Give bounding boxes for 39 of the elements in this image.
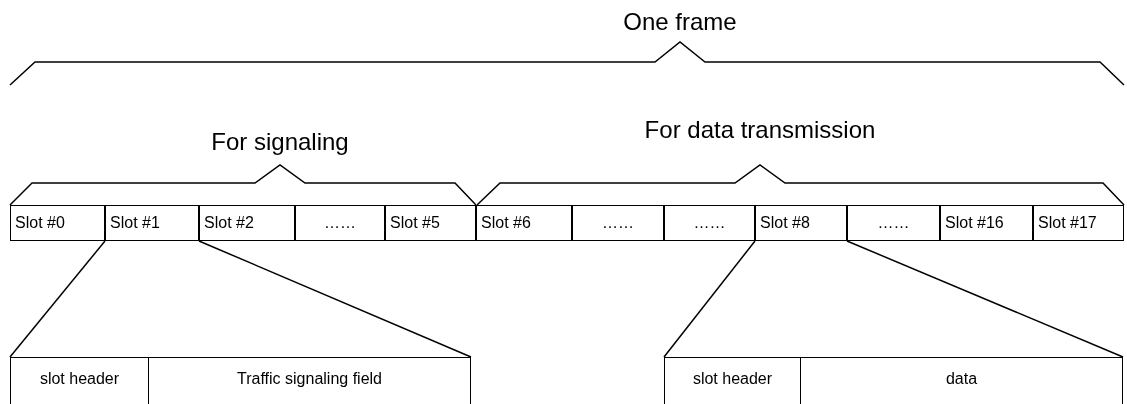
field-cell xyxy=(800,357,1123,404)
slot-cell xyxy=(295,205,385,241)
field-cell xyxy=(664,357,801,404)
cell-text: slot header xyxy=(38,370,121,388)
slot-cell xyxy=(664,205,755,241)
slot-cell xyxy=(385,205,476,241)
cell-text: data xyxy=(944,370,979,388)
bracket-label: For data transmission xyxy=(644,116,876,144)
cell-text: slot header xyxy=(691,370,774,388)
expansion-line xyxy=(846,240,1124,358)
slot-cell xyxy=(1033,205,1124,241)
bracket-label: For signaling xyxy=(211,128,349,156)
slot-cell xyxy=(755,205,847,241)
cell-text: Slot #16 xyxy=(944,214,1005,232)
cell-text: Slot #0 xyxy=(14,214,66,232)
cell-text: …… xyxy=(692,214,727,232)
cell-text: Slot #5 xyxy=(389,214,441,232)
cell-text: …… xyxy=(876,214,911,232)
slot-cell xyxy=(847,205,940,241)
cell-text: Slot #6 xyxy=(480,214,532,232)
cell-text: Slot #1 xyxy=(109,214,161,232)
slot-cell xyxy=(572,205,664,241)
slot-cell xyxy=(199,205,295,241)
expansion-line xyxy=(198,240,472,358)
expansion-line xyxy=(663,240,756,358)
field-cell xyxy=(10,357,149,404)
cell-text: …… xyxy=(323,214,357,232)
expansion-line xyxy=(9,240,106,358)
cell-text: Slot #8 xyxy=(759,214,811,232)
cell-text: …… xyxy=(601,214,635,232)
slot-cell xyxy=(476,205,572,241)
slot-cell xyxy=(105,205,199,241)
bracket-label: One frame xyxy=(623,8,737,36)
slot-cell xyxy=(940,205,1033,241)
field-cell xyxy=(148,357,471,404)
cell-text: Slot #17 xyxy=(1037,214,1098,232)
cell-text: Slot #2 xyxy=(203,214,255,232)
cell-text: Traffic signaling field xyxy=(236,370,383,388)
slot-cell xyxy=(10,205,105,241)
